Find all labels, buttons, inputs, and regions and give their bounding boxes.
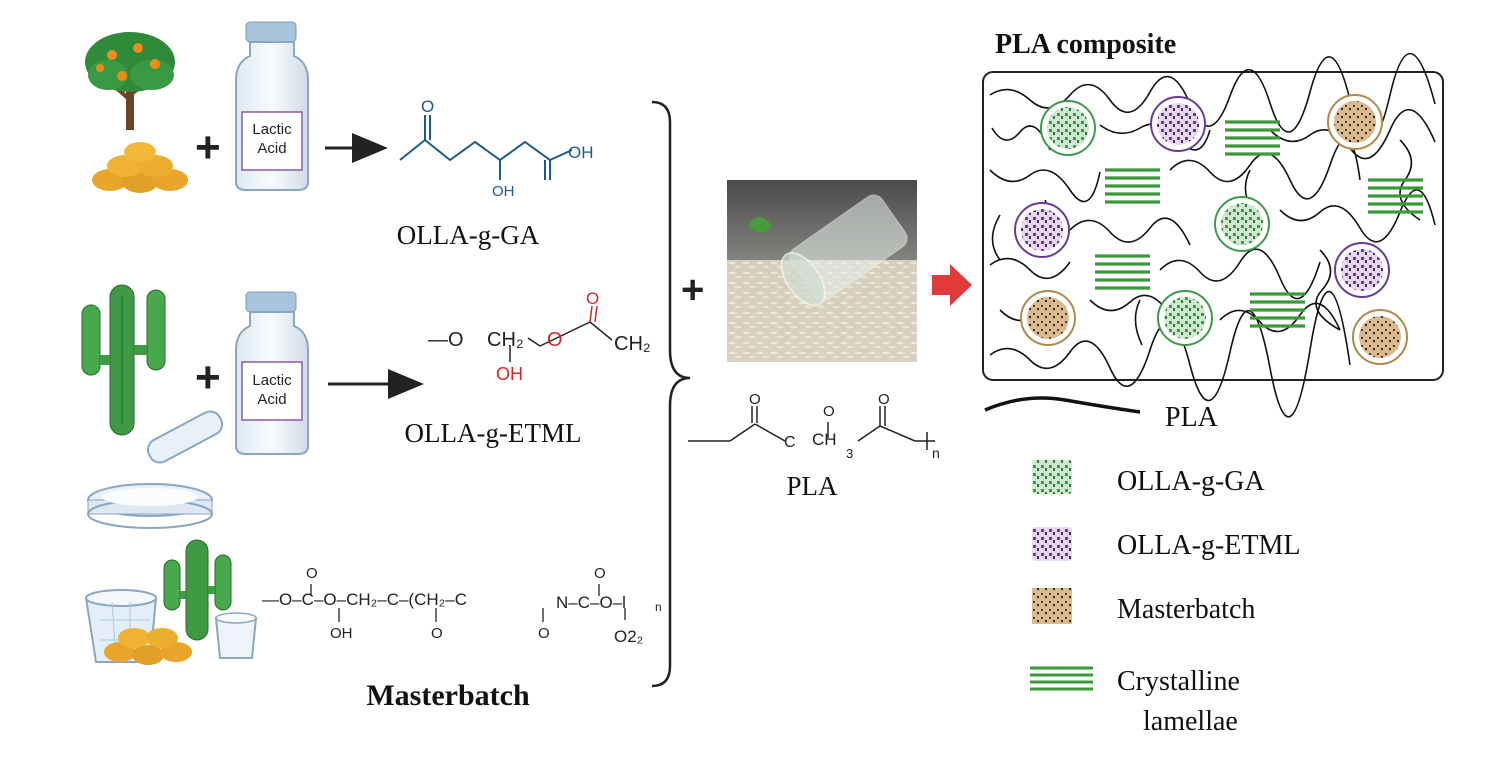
row3-struct-chain-left: —O–C–O–CH₂–C–(CH₂–C: [262, 590, 467, 609]
composite-box: [982, 71, 1444, 381]
pla-struct-c: C: [784, 434, 796, 451]
row1-olla-g-ga-structure: [399, 115, 573, 180]
pla-struct-o1: O: [749, 391, 761, 408]
red-arrow-icon: [932, 264, 972, 306]
row2-bottle-label-line1: Lactic: [252, 372, 292, 389]
row2-struct-oh: OH: [496, 364, 523, 384]
row3-struct-n-sub: n: [655, 600, 662, 614]
legend-label-pla: PLA: [1165, 402, 1219, 433]
row1-lactic-acid-bottle-icon: [235, 21, 309, 191]
composite-pla-chains: [989, 52, 1436, 418]
pla-struct-n: n: [932, 445, 940, 461]
row1-orange-tree-icon: [85, 32, 175, 130]
row3-struct-o2: O2₂: [614, 627, 643, 646]
row2-petri-dish-test-tube-icon: [87, 410, 224, 529]
row3-potato-pile-icon: [104, 628, 192, 665]
lamella: [1368, 178, 1423, 214]
ga-particle: [1040, 100, 1096, 156]
middle-pla-label: PLA: [786, 471, 838, 501]
legend-label-masterbatch: Masterbatch: [1117, 594, 1255, 625]
row3-struct-o-top2: O: [594, 565, 606, 582]
row3-struct-oh: OH: [330, 625, 353, 642]
etml-particle: [1014, 202, 1070, 258]
row3-small-cup-icon: [214, 612, 258, 659]
composite-title: PLA composite: [995, 29, 1176, 60]
pla-pellets-photo: [727, 180, 917, 362]
row3-cactus-icon: [163, 539, 232, 641]
row2-struct-dash-o: —O: [428, 329, 464, 351]
ga-particle: [1157, 290, 1213, 346]
row2-struct-o-red: O: [547, 329, 563, 351]
olla-g-ga-particle-icon: [1032, 460, 1072, 494]
mb-particle: [1327, 94, 1383, 150]
row2-lactic-acid-bottle-icon: [235, 291, 309, 455]
pla-struct-o2: O: [823, 403, 835, 420]
row3-struct-o-bot2: O: [538, 625, 550, 642]
legend-label-olla-g-etml: OLLA-g-ETML: [1117, 530, 1301, 561]
row2-struct-o-top: O: [586, 289, 599, 308]
lamella: [1105, 168, 1160, 204]
row3-struct-chain-right: N–C–O–l: [556, 593, 626, 612]
lamella: [1225, 120, 1280, 156]
mb-particle: [1352, 309, 1408, 365]
etml-particle: [1150, 96, 1206, 152]
legend-label-lamellae: lamellae: [1143, 706, 1238, 737]
mb-particle: [1020, 290, 1076, 346]
olla-g-etml-particle-icon: [1032, 527, 1072, 561]
row1-struct-o-top: O: [421, 97, 434, 116]
row1-plus-sign: +: [195, 123, 221, 172]
row2-product-label: OLLA-g-ETML: [405, 418, 582, 448]
row1-bottle-label-line2: Acid: [257, 140, 286, 157]
lamella: [1095, 254, 1150, 290]
row1-struct-oh-right: OH: [568, 143, 594, 162]
row2-struct-ch2-right: CH₂: [614, 333, 651, 355]
ga-particle: [1214, 196, 1270, 252]
middle-plus-sign: +: [681, 268, 704, 312]
row1-potato-pile-icon: [92, 142, 188, 193]
legend-label-crystalline: Crystalline: [1117, 666, 1240, 697]
crystalline-lamellae-icon: [1030, 666, 1093, 691]
row3-struct-o-bot1: O: [431, 625, 443, 642]
row2-olla-g-etml-structure: [509, 305, 613, 362]
row1-product-label: OLLA-g-GA: [397, 220, 540, 250]
etml-particle: [1334, 242, 1390, 298]
pla-repeat-unit-structure: [688, 406, 935, 450]
masterbatch-particle-icon: [1032, 588, 1072, 624]
legend-label-olla-g-ga: OLLA-g-GA: [1117, 466, 1266, 497]
lamella: [1250, 292, 1305, 328]
row2-struct-ch2-mid: CH₂: [487, 329, 524, 351]
row2-bottle-label-line2: Acid: [257, 391, 286, 408]
row2-plus-sign: +: [195, 353, 221, 402]
row3-struct-o-top1: O: [306, 565, 318, 582]
pla-struct-sub3: 3: [846, 446, 853, 461]
pla-chain-icon: [984, 396, 1141, 414]
row2-cactus-icon: [81, 284, 166, 436]
row3-masterbatch-label: Masterbatch: [366, 679, 530, 712]
row3-masterbatch-structure: [310, 584, 626, 622]
curly-brace: [651, 100, 691, 688]
pla-struct-ch: CH: [812, 430, 837, 449]
pla-struct-o3: O: [878, 391, 890, 408]
row1-bottle-label-line1: Lactic: [252, 121, 292, 138]
row1-struct-oh-mid: OH: [492, 183, 515, 200]
